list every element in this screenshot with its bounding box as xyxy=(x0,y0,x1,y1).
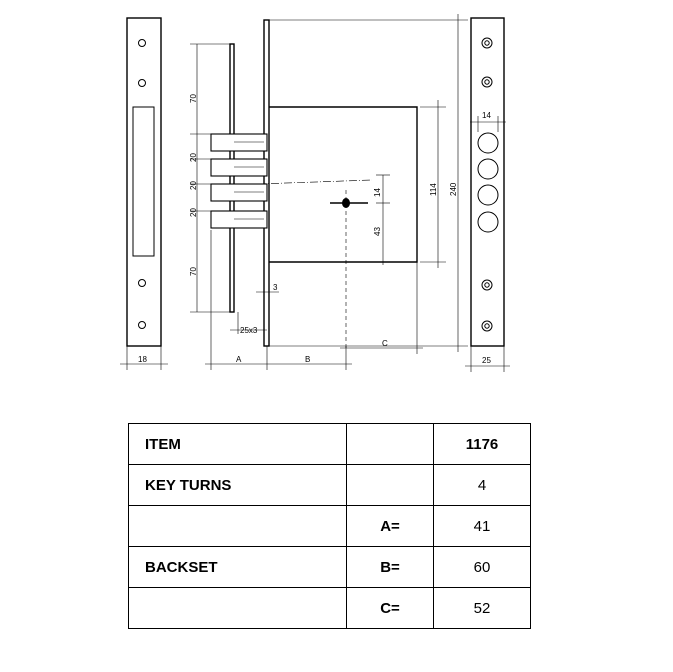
bolt-hole xyxy=(477,158,499,180)
dim-strike-hole-size: 14 xyxy=(482,111,491,120)
table-row: KEY TURNS 4 xyxy=(128,464,531,506)
lock-technical-drawing: 18 14 43 70 xyxy=(120,14,510,372)
bolt xyxy=(210,133,268,152)
dim-keyhole-offset: 14 xyxy=(373,188,382,197)
bolt xyxy=(210,158,268,177)
table-row: C= 52 xyxy=(128,587,531,629)
dim-total-height: 240 xyxy=(449,182,458,196)
dim-bolt-section: 25x3 xyxy=(240,326,258,335)
dim-plate-thickness: 3 xyxy=(273,283,278,292)
row-sub xyxy=(346,423,434,465)
screw-hole xyxy=(138,321,146,329)
bolt-hole xyxy=(477,184,499,206)
screw-hole xyxy=(138,279,146,287)
table-row: BACKSET B= 60 xyxy=(128,546,531,588)
spec-table: ITEM 1176 KEY TURNS 4 A= 41 BACKSET B= 6… xyxy=(128,423,531,629)
row-sub: C= xyxy=(346,587,434,629)
strike-plate-view: 14 25 xyxy=(465,17,510,372)
dim-a: A xyxy=(236,355,242,364)
row-label xyxy=(128,505,347,547)
row-label: KEY TURNS xyxy=(128,464,347,506)
row-sub: A= xyxy=(346,505,434,547)
bolt-hole xyxy=(477,132,499,154)
screw-hole xyxy=(481,76,493,88)
screw-hole xyxy=(481,320,493,332)
row-sub: B= xyxy=(346,546,434,588)
bolt xyxy=(210,183,268,202)
row-label: BACKSET xyxy=(128,546,347,588)
row-value: 52 xyxy=(433,587,531,629)
dim-bolt-spacing-1: 20 xyxy=(189,153,198,162)
dim-bolt-spacing-bottom: 70 xyxy=(189,267,198,276)
table-row: A= 41 xyxy=(128,505,531,547)
dim-case-height: 114 xyxy=(429,183,438,196)
dim-c: C xyxy=(382,339,388,348)
row-value: 1176 xyxy=(433,423,531,465)
bolt xyxy=(210,210,268,229)
row-label xyxy=(128,587,347,629)
row-label: ITEM xyxy=(128,423,347,465)
dim-keyhole-height: 43 xyxy=(373,227,382,236)
row-sub xyxy=(346,464,434,506)
table-row: ITEM 1176 xyxy=(128,423,531,465)
row-value: 4 xyxy=(433,464,531,506)
dim-b: B xyxy=(305,355,310,364)
screw-hole xyxy=(481,279,493,291)
dim-bolt-spacing-top: 70 xyxy=(189,94,198,103)
lock-side-view: 14 43 70 20 20 20 70 3 25x3 A B C xyxy=(189,14,468,370)
dim-bolt-spacing-2: 20 xyxy=(189,181,198,190)
row-value: 41 xyxy=(433,505,531,547)
screw-hole xyxy=(138,79,146,87)
dim-bolt-spacing-3: 20 xyxy=(189,208,198,217)
screw-hole xyxy=(481,37,493,49)
dim-strike-width: 25 xyxy=(482,356,491,365)
screw-hole xyxy=(138,39,146,47)
row-value: 60 xyxy=(433,546,531,588)
bolt-hole xyxy=(477,211,499,233)
bolt-slot xyxy=(132,106,155,257)
dim-faceplate-width: 18 xyxy=(138,355,147,364)
faceplate-front-view: 18 xyxy=(120,17,168,370)
